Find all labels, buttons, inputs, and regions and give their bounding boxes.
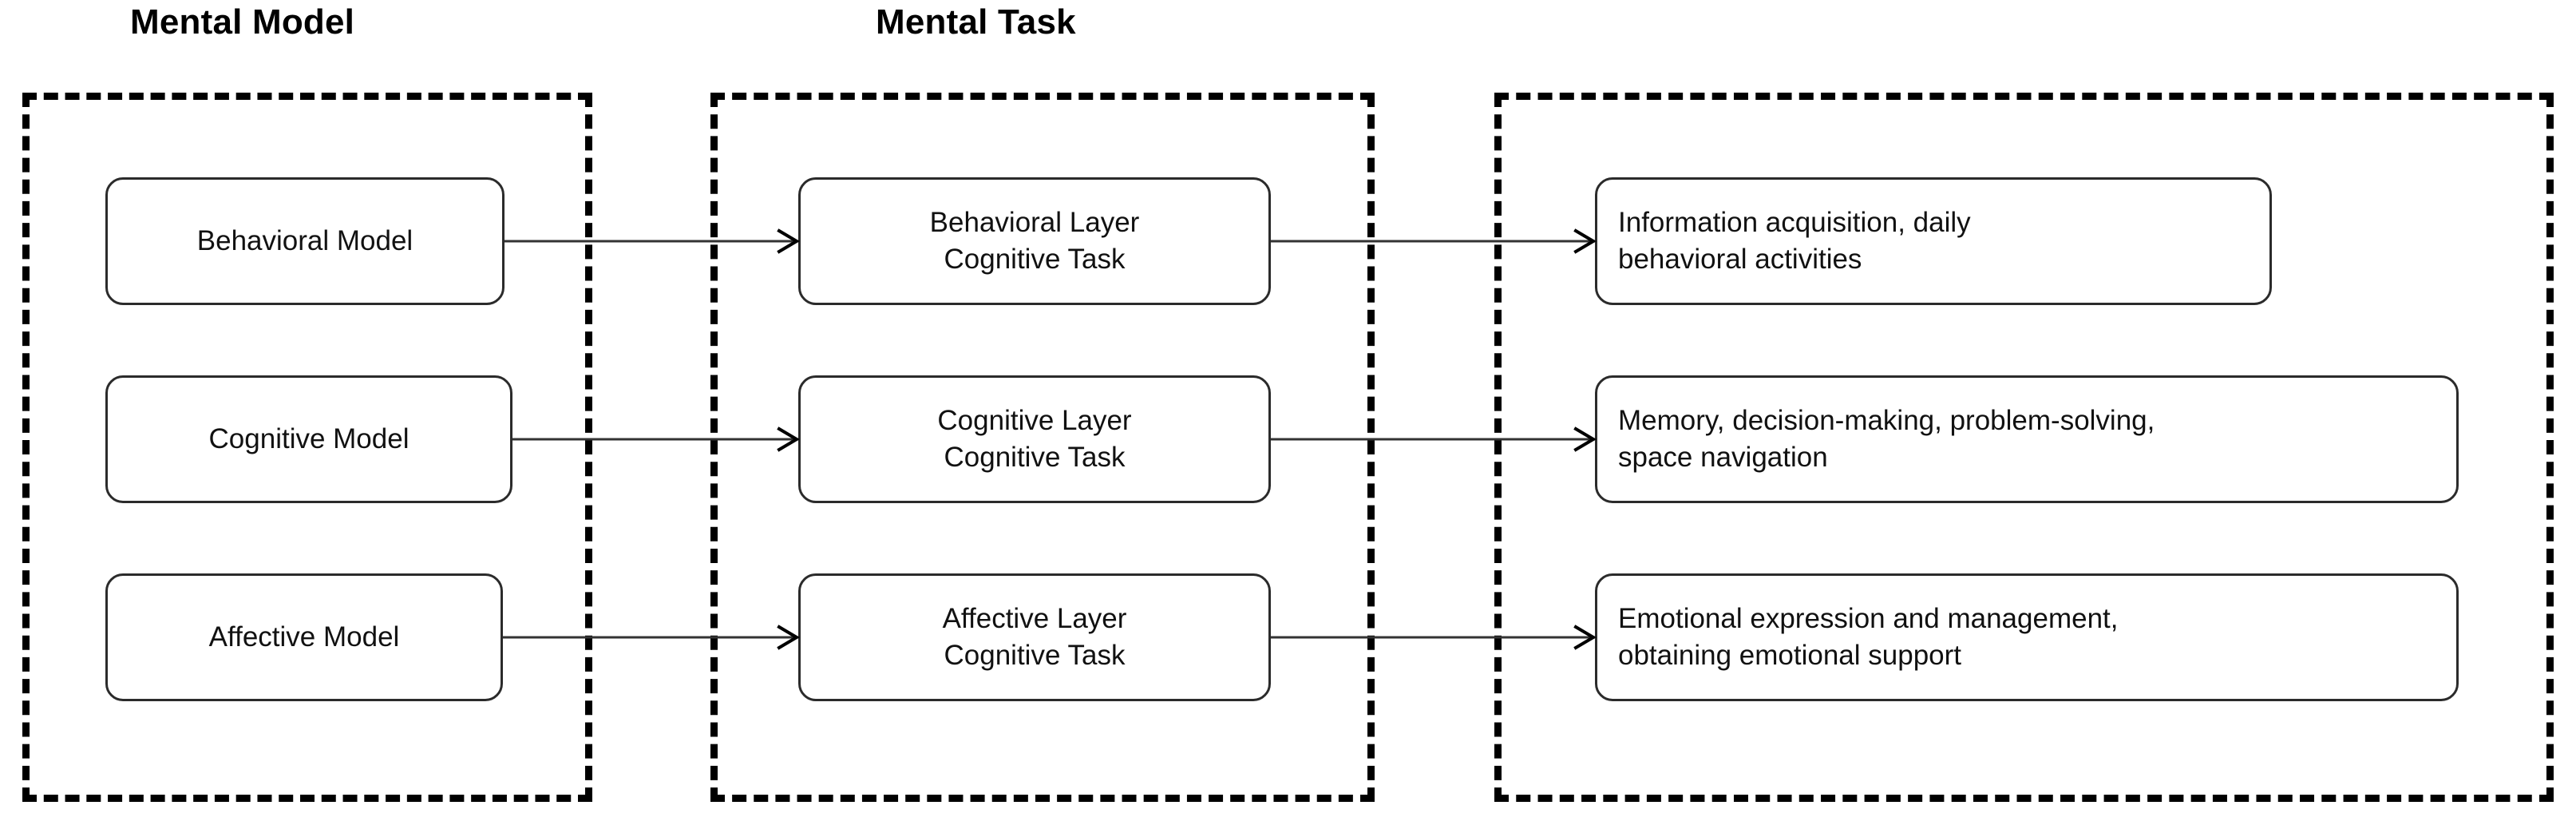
column-title-mental-task: Mental Task — [876, 2, 1076, 42]
node-affective-layer-cognitive-task[interactable]: Affective Layer Cognitive Task — [798, 573, 1271, 701]
node-behavioral-model[interactable]: Behavioral Model — [105, 177, 505, 305]
node-cognitive-model-label: Cognitive Model — [208, 422, 410, 454]
outcome-group-container — [1494, 93, 2554, 802]
node-affective-outcome[interactable]: Emotional expression and management, obt… — [1595, 573, 2459, 701]
node-cognitive-layer-cognitive-task-label: Cognitive Layer Cognitive Task — [937, 404, 1132, 473]
node-behavioral-outcome-label: Information acquisition, daily behaviora… — [1618, 206, 1971, 275]
node-behavioral-layer-cognitive-task[interactable]: Behavioral Layer Cognitive Task — [798, 177, 1271, 305]
node-affective-outcome-label: Emotional expression and management, obt… — [1618, 602, 2119, 671]
node-cognitive-outcome-label: Memory, decision-making, problem-solving… — [1618, 404, 2155, 473]
node-cognitive-outcome[interactable]: Memory, decision-making, problem-solving… — [1595, 375, 2459, 503]
node-behavioral-model-label: Behavioral Model — [196, 224, 414, 256]
node-behavioral-outcome[interactable]: Information acquisition, daily behaviora… — [1595, 177, 2272, 305]
node-affective-layer-cognitive-task-label: Affective Layer Cognitive Task — [942, 602, 1127, 671]
node-behavioral-layer-cognitive-task-label: Behavioral Layer Cognitive Task — [929, 206, 1140, 275]
node-affective-model-label: Affective Model — [208, 621, 400, 653]
mental-task-group-container — [710, 93, 1375, 802]
column-title-mental-model: Mental Model — [130, 2, 355, 42]
node-cognitive-model[interactable]: Cognitive Model — [105, 375, 512, 503]
mental-model-group-container — [22, 93, 592, 802]
node-affective-model[interactable]: Affective Model — [105, 573, 503, 701]
node-cognitive-layer-cognitive-task[interactable]: Cognitive Layer Cognitive Task — [798, 375, 1271, 503]
